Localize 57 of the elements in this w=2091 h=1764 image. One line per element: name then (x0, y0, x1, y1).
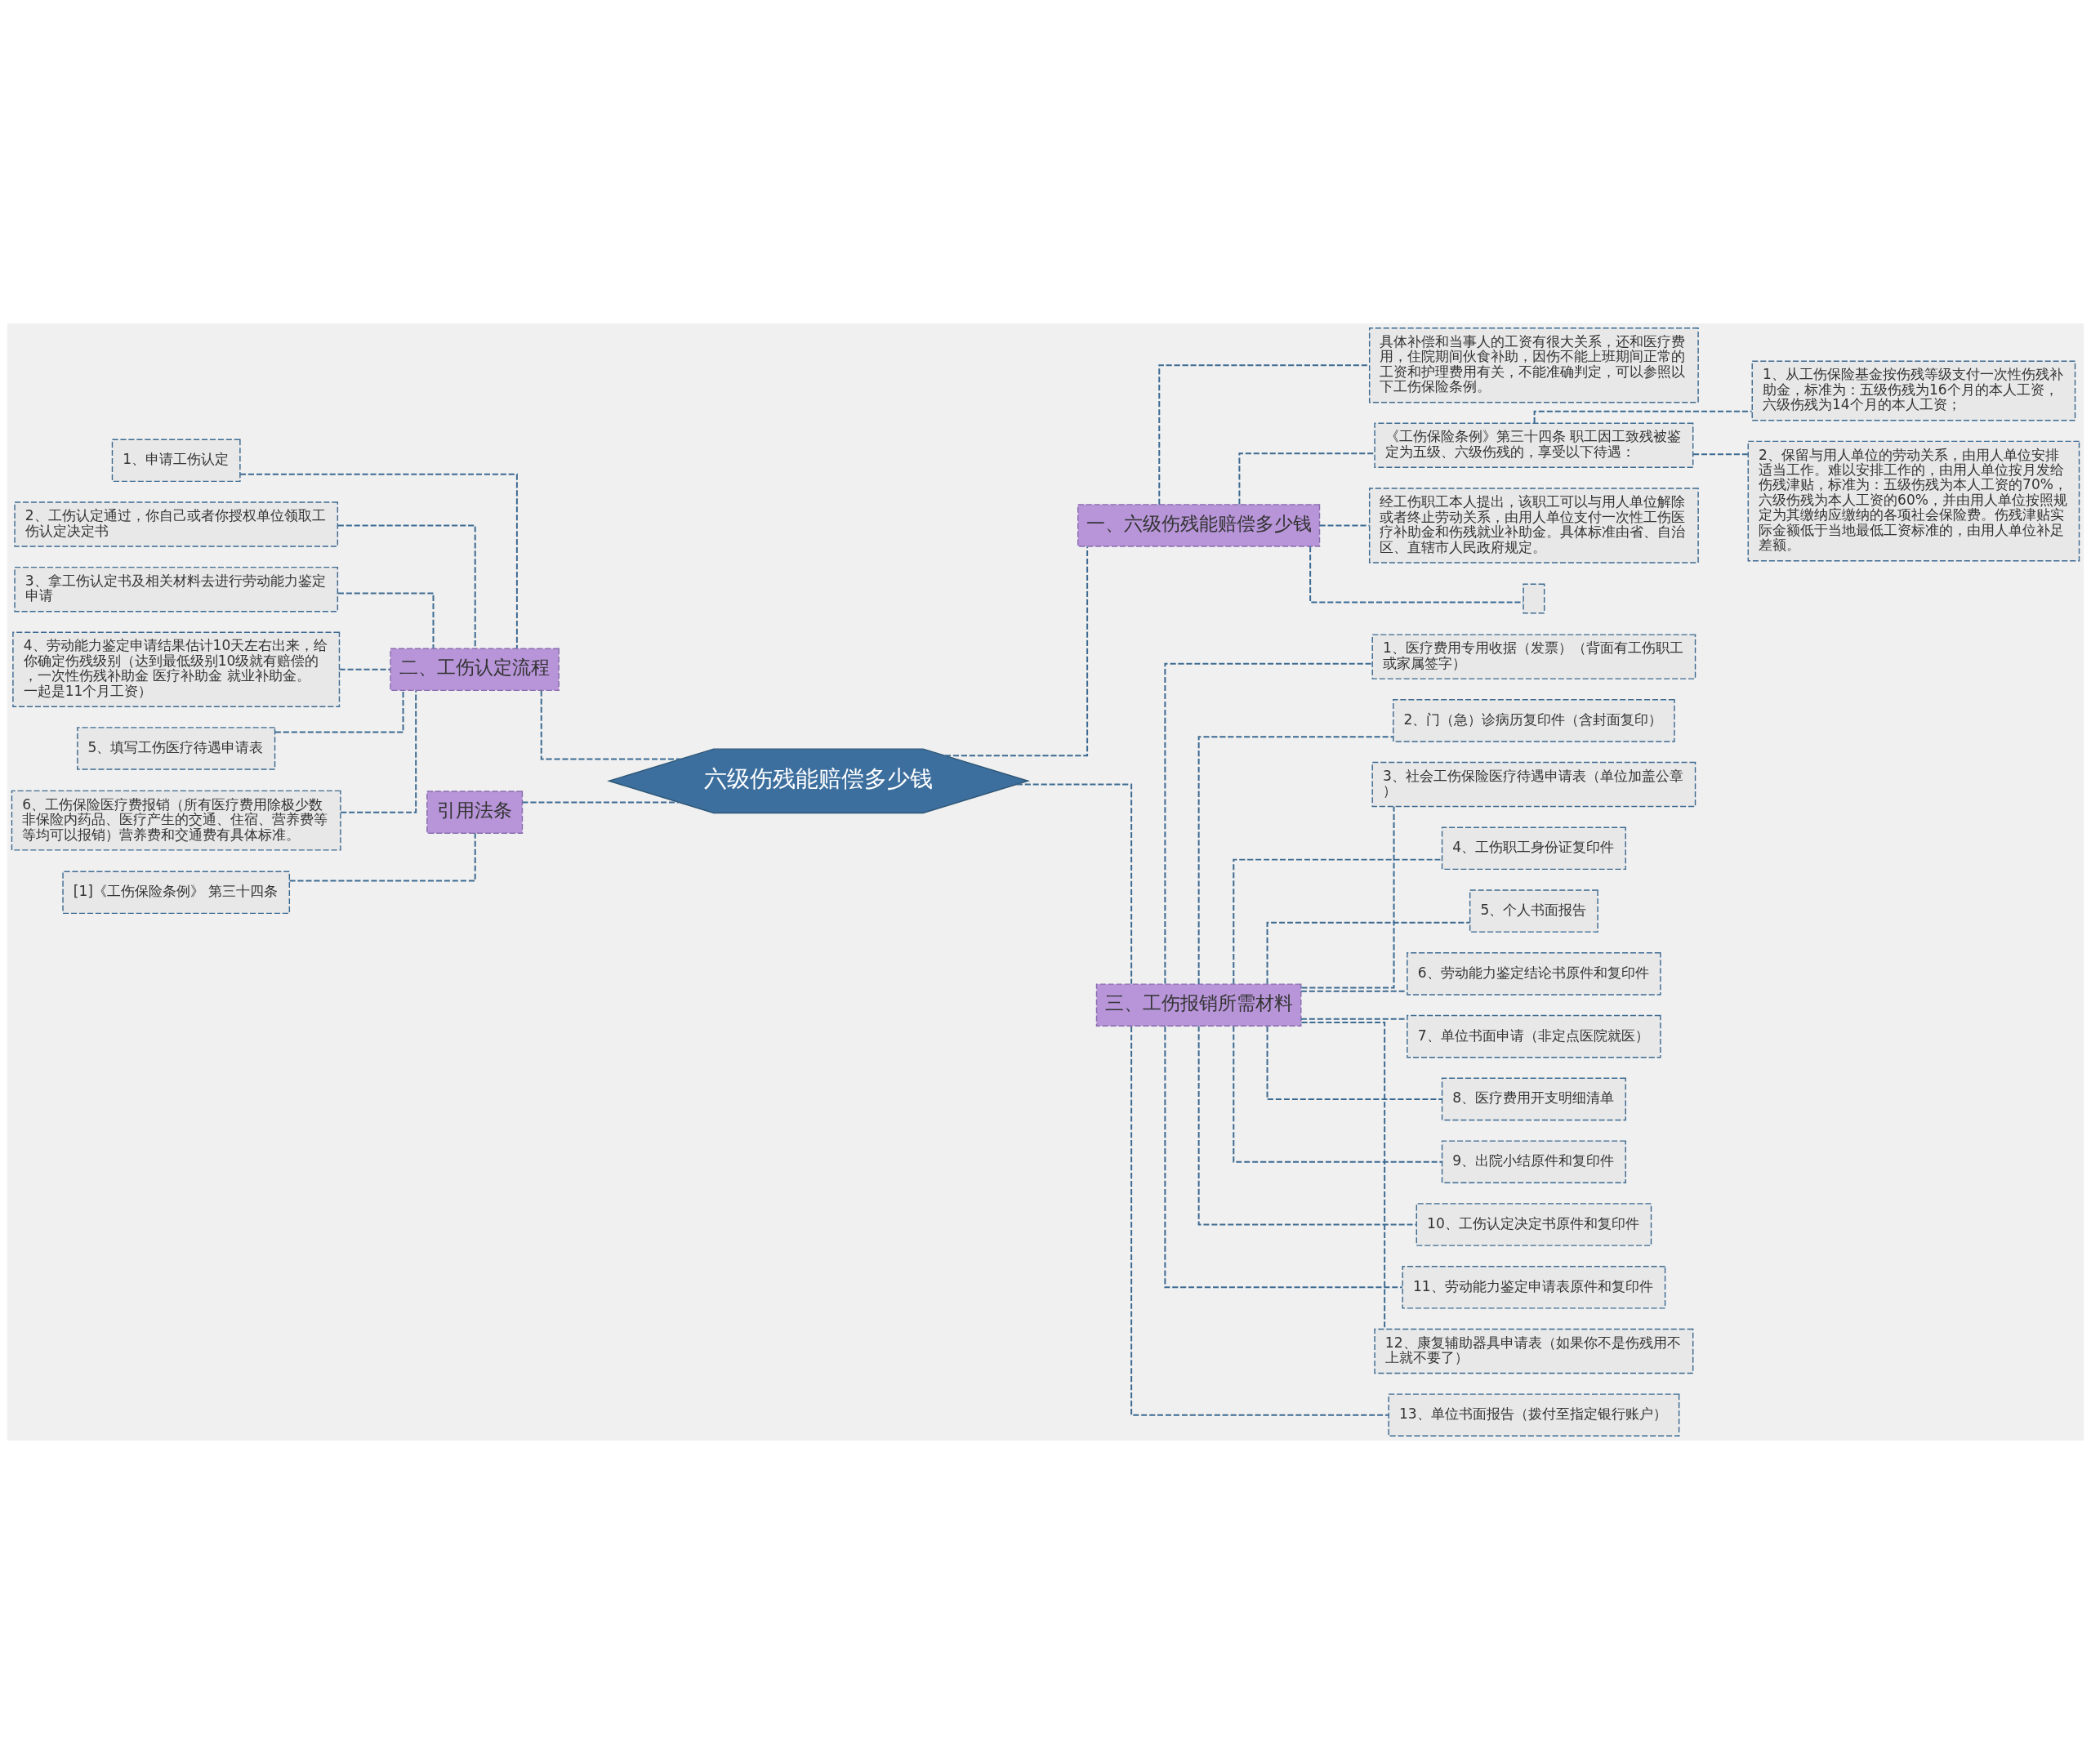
connector (1197, 1025, 1417, 1226)
node-box: 1、从工伤保险基金按伤残等级支付一次性伤残补助金，标准为：五级伤残为16个月的本人工资，六级伤残为14个月的本人工资； (1751, 360, 2076, 421)
node-box: 6、劳动能力鉴定结论书原件和复印件 (1407, 952, 1661, 996)
node-box: 《工伤保险条例》第三十四条 职工因工致残被鉴定为五级、六级伤残的，享受以下待遇： (1374, 422, 1694, 469)
node-box: 2、保留与用人单位的劳动关系，由用人单位安排适当工作。难以安排工作的，由用人单位按月发给伤残津贴，标准为：五级伤残为本人工资的70%，六级伤残为本人工资的60%，并由用人单位按照规定为其缴纳应缴纳的各项社会保险费。伤残津贴实际金额低于当地最低工资标准的，由用人单位补足差额。 (1747, 440, 2080, 562)
node-box: 2、门（急）诊病历复印件（含封面复印） (1393, 699, 1675, 742)
node-box: [1]《工伤保险条例》 第三十四条 (62, 871, 291, 915)
connector (340, 689, 417, 813)
node-box: 7、单位书面申请（非定点医院就医） (1407, 1014, 1661, 1058)
connector (1266, 1025, 1443, 1100)
node-box: 5、填写工伤医疗待遇申请表 (77, 727, 276, 770)
node-box: 具体补偿和当事人的工资有很大关系，还和医疗费用，住院期间伙食补助，因伤不能上班期间正常的工资和护理费用有关，不能准确判定，可以参照以下工伤保险条例。 (1368, 327, 1699, 403)
connector (1300, 1018, 1408, 1020)
connector (1130, 1026, 1389, 1416)
connector (521, 801, 680, 804)
node-box (1523, 583, 1545, 614)
node-box: 一、六级伤残能赔偿多少钱 (1077, 504, 1321, 547)
connector (274, 689, 404, 733)
node-box: 经工伤职工本人提出，该职工可以与用人单位解除或者终止劳动关系，由用人单位支付一次性工伤医疗补助金和伤残就业补助金。具体标准由省、自治区、直辖市人民政府规定。 (1368, 488, 1699, 564)
connector (1692, 453, 1749, 456)
connector (1164, 1025, 1403, 1289)
node-box: 9、出院小结原件和复印件 (1441, 1140, 1626, 1183)
node-box: 引用法条 (426, 791, 524, 834)
connector (337, 592, 435, 649)
connector (1533, 410, 1753, 425)
node-box: 2、工伤认定通过，你自己或者你授权单位领取工伤认定决定书 (14, 501, 339, 547)
node-box: 三、工伤报销所需材料 (1095, 983, 1302, 1027)
node-box: 8、医疗费用开支明细清单 (1441, 1077, 1626, 1121)
node-box: 6、工伤保险医疗费报销（所有医疗费用除极少数非保险内药品、医疗产生的交通、住宿、营养费等等均可以报销）营养费和交通费有具体标准。 (11, 790, 341, 851)
node-box: 1、医疗费用专用收据（发票）（背面有工伤职工或家属签字） (1371, 634, 1696, 679)
connector (1318, 524, 1371, 527)
connector (239, 473, 518, 649)
node-box: 4、劳动能力鉴定申请结果估计10天左右出来，给你确定伤残级别（达到最低级别10级就有赔偿的，一次性伤残补助金 医疗补助金 就业补助金。一起是11个月工资） (12, 631, 341, 707)
node-box: 11、劳动能力鉴定申请表原件和复印件 (1402, 1266, 1666, 1309)
node-box: 3、社会工伤保险医疗待遇申请表（单位加盖公章） (1371, 761, 1696, 808)
connector (1309, 546, 1525, 604)
node-box: 1、申请工伤认定 (111, 439, 241, 483)
connector (1197, 736, 1394, 985)
node-box: 4、工伤职工身份证复印件 (1441, 826, 1626, 871)
connector (1238, 452, 1375, 506)
node-box: 12、康复辅助器具申请表（如果你不是伤残用不上就不要了） (1374, 1328, 1694, 1374)
connector (1266, 921, 1471, 985)
connector (943, 546, 1089, 757)
connector (338, 668, 391, 670)
node-box: 3、拿工伤认定书及相关材料去进行劳动能力鉴定申请 (14, 566, 339, 612)
connector (1233, 1025, 1443, 1163)
connector (288, 832, 476, 882)
connector (1164, 662, 1373, 985)
connector (540, 689, 682, 760)
connector (1300, 990, 1408, 992)
connector (1300, 805, 1395, 989)
node-box: 13、单位书面报告（拨付至指定银行账户） (1388, 1393, 1680, 1437)
connector (1015, 783, 1133, 985)
node-box: 5、个人书面报告 (1469, 889, 1598, 933)
connector (337, 524, 476, 650)
node-box: 10、工伤认定决定书原件和复印件 (1416, 1203, 1652, 1246)
node-box: 二、工伤认定流程 (390, 648, 560, 692)
